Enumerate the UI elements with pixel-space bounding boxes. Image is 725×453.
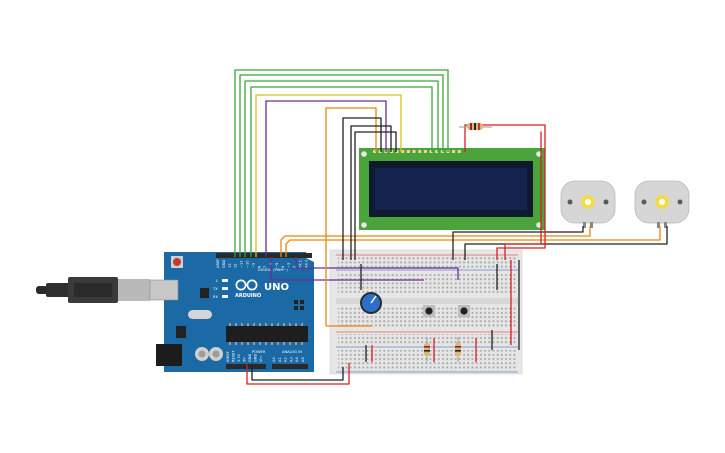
wire-green[interactable] — [250, 86, 433, 257]
power-pin-label: 3.3V — [237, 353, 241, 362]
resistor — [459, 123, 492, 130]
analog-header[interactable] — [272, 364, 308, 369]
power-pin-label: Vin — [259, 356, 263, 362]
digital-pin-label: ~11 — [240, 260, 244, 268]
svg-text:ARDUINO: ARDUINO — [235, 293, 261, 299]
wire-black[interactable] — [350, 125, 392, 260]
lcd-pin[interactable] — [440, 150, 444, 153]
crystal — [188, 310, 212, 319]
power-label: POWER — [252, 350, 266, 354]
analog-pin-label: A3 — [289, 357, 293, 362]
lcd-pin[interactable] — [378, 150, 382, 153]
wires — [234, 69, 668, 385]
power-pin-label: RESET — [232, 350, 236, 362]
wire-green[interactable] — [239, 74, 444, 257]
wire-black[interactable] — [452, 226, 584, 260]
analog-pin-label: A1 — [278, 357, 282, 362]
lcd-pin[interactable] — [395, 150, 399, 153]
lcd-screen — [375, 168, 527, 210]
pushbutton-2[interactable] — [458, 305, 470, 317]
wire-red[interactable] — [464, 124, 546, 260]
wire-yellow[interactable] — [255, 94, 402, 257]
led-label-tx: TX — [212, 287, 218, 291]
wire-orange[interactable] — [325, 107, 377, 326]
power-pin-label: GND — [248, 354, 252, 362]
lcd-pin[interactable] — [373, 150, 376, 153]
digital-pin-label: ~10 — [246, 260, 250, 268]
analog-pin-label: A0 — [272, 357, 276, 362]
digital-pin-label: AREF — [216, 259, 220, 268]
lcd-pin[interactable] — [457, 150, 461, 153]
lcd-pin[interactable] — [412, 150, 416, 153]
wire-black[interactable] — [464, 226, 668, 260]
lcd-pin[interactable] — [406, 150, 410, 153]
lcd-pin[interactable] — [423, 150, 427, 153]
digital-pin-label: 12 — [234, 263, 238, 268]
digital-header[interactable] — [216, 253, 312, 258]
digital-pin-label: TX 1 — [299, 260, 303, 269]
wire-red[interactable] — [246, 363, 350, 385]
wire-green[interactable] — [244, 80, 439, 257]
wire-red[interactable] — [504, 131, 542, 260]
wire-orange[interactable] — [285, 226, 661, 257]
wire-black[interactable] — [354, 131, 397, 260]
breadboard-jumpers — [360, 260, 520, 362]
digital-pin-label: RX 0 — [305, 259, 309, 268]
resistor — [424, 337, 430, 362]
digital-pin-label: 2 — [293, 266, 297, 268]
wire-orange[interactable] — [280, 226, 591, 257]
power-header[interactable] — [226, 364, 266, 369]
dc-motor-2 — [634, 180, 690, 228]
digital-label: DIGITAL (PWM~) — [258, 268, 288, 272]
digital-pin-label: ~9 — [251, 262, 255, 268]
power-pin-label: GND — [254, 354, 258, 362]
wire-black[interactable] — [342, 117, 382, 260]
digital-pin-label: GND — [222, 260, 226, 268]
resistor — [455, 337, 461, 362]
lcd-pin[interactable] — [418, 150, 422, 153]
analog-pin-label: A4 — [295, 357, 299, 362]
digital-pin-label: 4 — [281, 265, 285, 268]
digital-pin-label: ~3 — [287, 263, 291, 268]
potentiometer[interactable] — [360, 292, 382, 314]
analog-pin-label: A2 — [284, 357, 288, 362]
led-label-rx: RX — [213, 295, 218, 299]
power-jack — [156, 344, 182, 366]
arduino-logo: ARDUINO — [235, 279, 261, 299]
digital-pin-label: 7 — [263, 266, 267, 268]
analog-pin-label: A5 — [301, 357, 305, 362]
led-label-l: L — [216, 279, 218, 283]
analog-label: ANALOG IN — [282, 350, 302, 354]
lcd-pin[interactable] — [429, 150, 433, 153]
lcd-module — [359, 148, 545, 230]
power-pin-label: IOREF — [226, 351, 230, 362]
dc-motor-1 — [560, 180, 616, 228]
wire-green[interactable] — [234, 69, 449, 257]
lcd-pin[interactable] — [435, 150, 439, 153]
board-model-label: UNO — [264, 282, 289, 293]
usb-port — [149, 279, 179, 301]
digital-pin-label: ~5 — [275, 263, 279, 268]
wire-black[interactable] — [251, 364, 344, 381]
lcd-pin[interactable] — [452, 150, 456, 153]
wire-purple[interactable] — [295, 257, 459, 280]
wire-purple[interactable] — [270, 257, 424, 281]
pushbutton-1[interactable] — [423, 305, 435, 317]
lcd-pin[interactable] — [401, 150, 405, 153]
power-pin-label: 5V — [243, 357, 247, 362]
atmega-chip — [226, 326, 308, 342]
digital-pin-label: 13 — [228, 263, 232, 268]
digital-pin-label: 8 — [257, 265, 261, 268]
